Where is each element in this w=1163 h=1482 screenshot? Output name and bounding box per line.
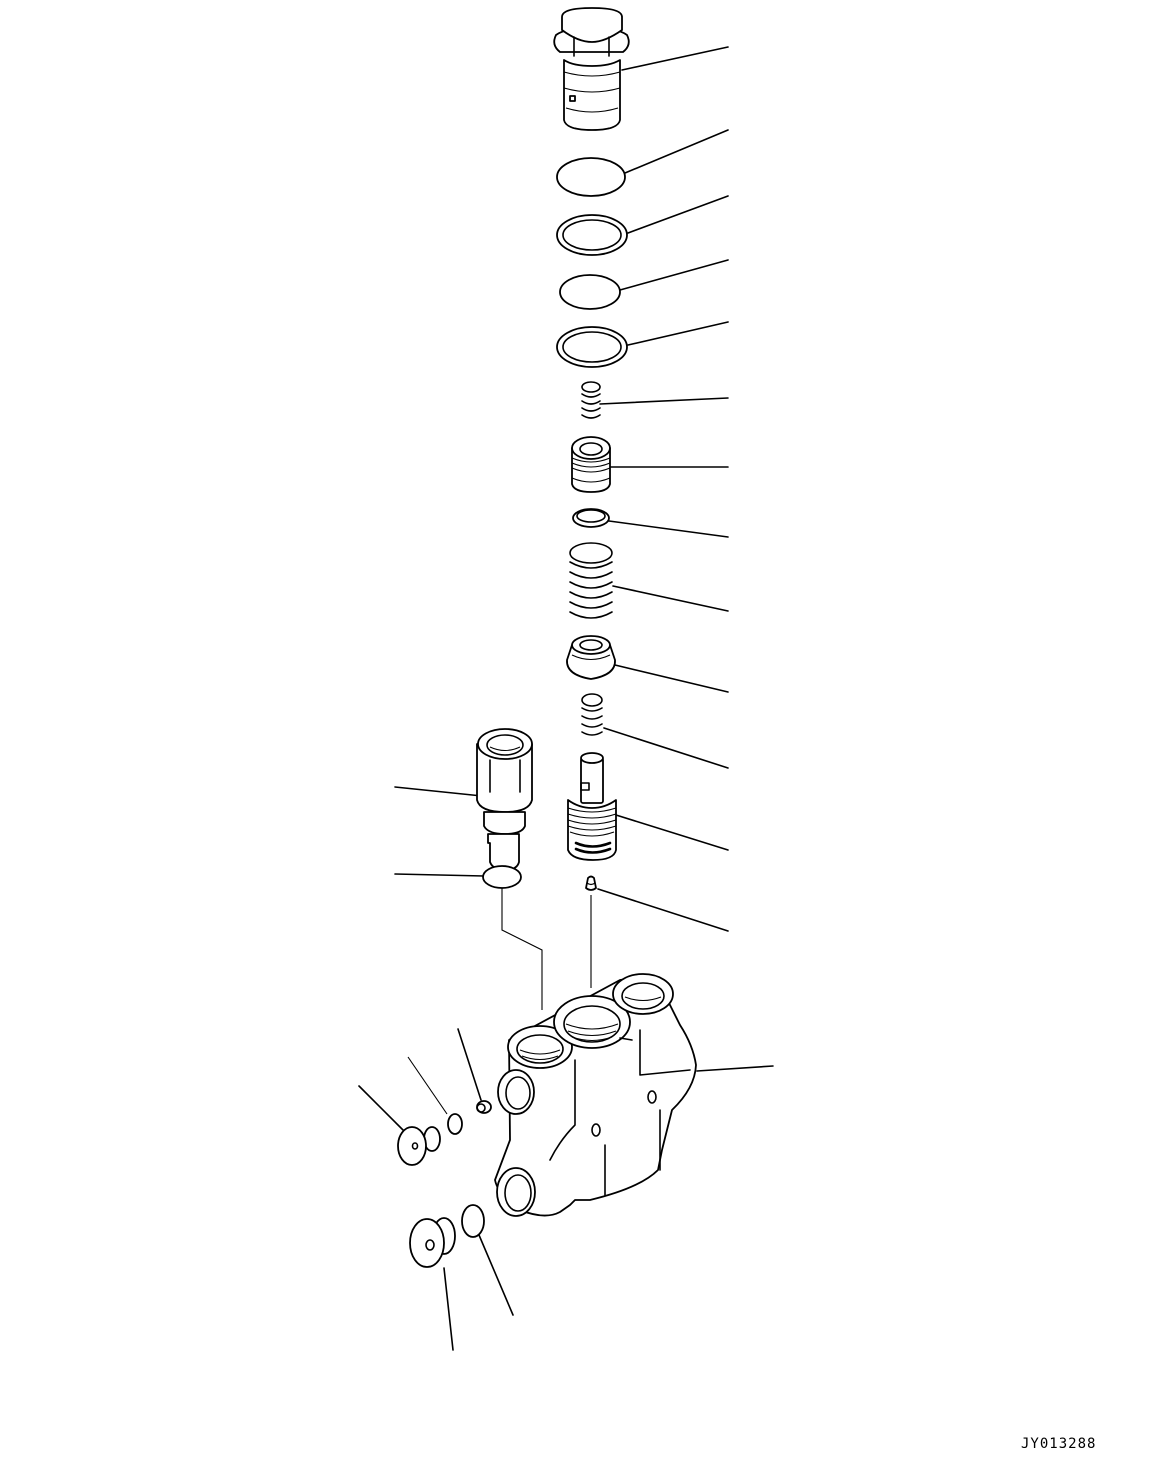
plug-upper-left [397,1126,441,1166]
ring [572,508,610,528]
fitting-nut [476,728,533,871]
sleeve [571,436,611,493]
backup-ring-2 [556,326,628,368]
spring-small [581,381,601,419]
o-ring-upper-left [447,1113,463,1135]
leader-lines [358,46,774,1351]
seat-cup [566,635,616,680]
o-ring-2 [559,274,621,310]
plug-cap [553,7,630,131]
seal-oval [482,865,522,889]
o-ring-lower-left [461,1204,485,1238]
backup-ring-1 [556,214,628,256]
spring-medium [581,693,603,736]
valve-body [494,973,697,1217]
valve-poppet [567,752,617,861]
o-ring-1 [556,157,626,197]
small-pin [585,875,597,891]
set-screw [476,1100,492,1114]
spring-large [569,542,613,619]
drawing-id-label: JY013288 [1021,1436,1097,1452]
plug-lower-left [409,1217,456,1268]
